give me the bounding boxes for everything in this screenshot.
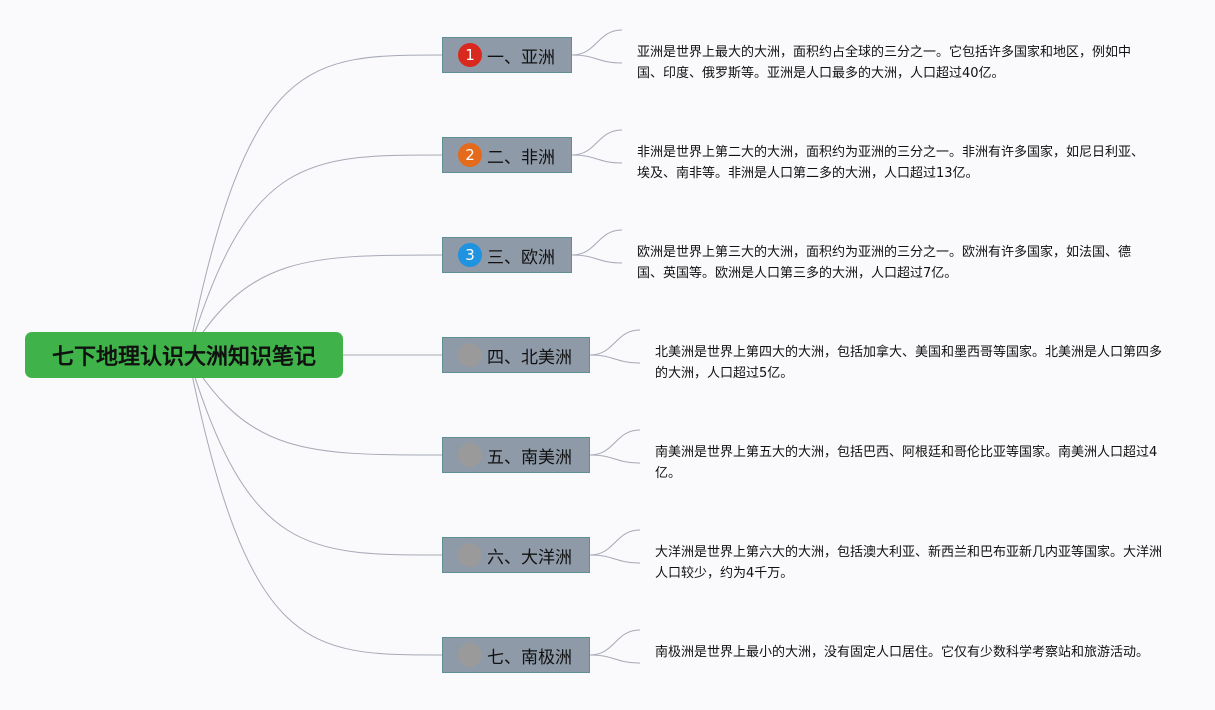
branch-to-note-line	[571, 129, 623, 156]
root-to-branch-line	[187, 154, 443, 356]
root-to-branch-line	[187, 254, 443, 356]
number-badge-icon: 2	[458, 143, 482, 167]
root-to-branch-line	[187, 54, 443, 356]
number-badge-icon: 7	[458, 643, 482, 667]
number-badge-icon: 4	[458, 343, 482, 367]
root-to-branch-line	[187, 354, 443, 656]
branch-label: 七、南极洲	[487, 647, 572, 668]
branch-to-note-line	[589, 529, 641, 556]
branch-to-note-line	[571, 154, 623, 164]
number-badge-icon: 1	[458, 43, 482, 67]
branch-description: 亚洲是世界上最大的大洲，面积约占全球的三分之一。它包括许多国家和地区，例如中国、…	[637, 45, 1132, 81]
branch-to-note-line	[589, 429, 641, 456]
branch-label: 三、欧洲	[487, 247, 555, 268]
branch-description: 欧洲是世界上第三大的大洲，面积约为亚洲的三分之一。欧洲有许多国家，如法国、德国、…	[637, 245, 1132, 281]
branch-label: 六、大洋洲	[487, 547, 572, 568]
branch-to-note-line	[589, 354, 641, 364]
branch-label: 二、非洲	[487, 147, 555, 168]
branch-to-note-line	[571, 254, 623, 264]
branch-to-note-line	[589, 454, 641, 464]
branch-description: 大洋洲是世界上第六大的大洲，包括澳大利亚、新西兰和巴布亚新几内亚等国家。大洋洲人…	[655, 545, 1163, 581]
branch-to-note-line	[589, 654, 641, 664]
root-to-branch-line	[187, 354, 443, 456]
branch-description: 非洲是世界上第二大的大洲，面积约为亚洲的三分之一。非洲有许多国家，如尼日利亚、埃…	[637, 145, 1145, 181]
branch-label: 四、北美洲	[487, 347, 572, 368]
branch-label: 五、南美洲	[487, 447, 572, 468]
branch-description: 南美洲是世界上第五大的大洲，包括巴西、阿根廷和哥伦比亚等国家。南美洲人口超过4亿…	[655, 445, 1158, 481]
branch-label: 一、亚洲	[487, 47, 555, 68]
root-to-branch-line	[187, 354, 443, 556]
root-topic[interactable]: 七下地理认识大洲知识笔记	[25, 332, 343, 378]
root-title: 七下地理认识大洲知识笔记	[51, 345, 316, 370]
branch-to-note-line	[571, 229, 623, 256]
number-badge-icon: 5	[458, 443, 482, 467]
number-badge-icon: 3	[458, 243, 482, 267]
branch-description: 北美洲是世界上第四大的大洲，包括加拿大、美国和墨西哥等国家。北美洲是人口第四多的…	[655, 345, 1163, 381]
branch-description: 南极洲是世界上最小的大洲，没有固定人口居住。它仅有少数科学考察站和旅游活动。	[655, 645, 1150, 660]
branch-to-note-line	[571, 29, 623, 56]
number-badge-icon: 6	[458, 543, 482, 567]
branch-to-note-line	[571, 54, 623, 64]
branch-to-note-line	[589, 329, 641, 356]
branch-to-note-line	[589, 629, 641, 656]
branch-to-note-line	[589, 554, 641, 564]
